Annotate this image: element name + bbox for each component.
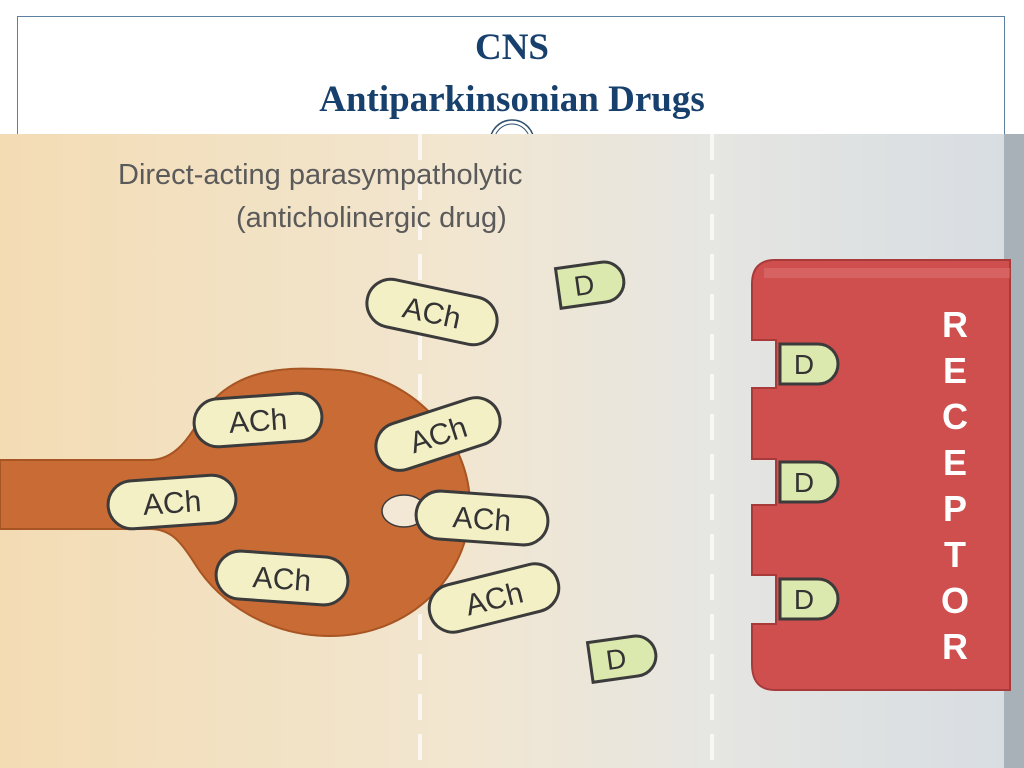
- anticholinergic-diagram: Direct-acting parasympatholytic (anticho…: [0, 134, 1024, 768]
- receptor-letter-5: P: [943, 488, 967, 529]
- ach-molecule-free-bottom: ACh: [427, 562, 561, 634]
- receptor-letter-2: E: [943, 350, 967, 391]
- drug-label: D: [794, 467, 814, 498]
- ach-molecule-release-2: ACh: [414, 489, 550, 547]
- drug-bound-1: D: [778, 342, 840, 386]
- ach-molecule-vesicle-2: ACh: [106, 473, 238, 531]
- drug-bound-3: D: [778, 577, 840, 621]
- receptor-letter-8: R: [942, 626, 968, 667]
- caption-line-2: (anticholinergic drug): [236, 202, 507, 234]
- drug-free-top: D: [553, 260, 626, 310]
- ach-label: ACh: [452, 501, 513, 538]
- ach-label: ACh: [142, 485, 203, 522]
- drug-label: D: [572, 269, 596, 303]
- receptor-letter-6: T: [944, 534, 966, 575]
- ach-molecule-vesicle-3: ACh: [214, 549, 350, 607]
- receptor-letter-3: C: [942, 396, 968, 437]
- title-line-topic: Antiparkinsonian Drugs: [319, 79, 705, 120]
- ach-label: ACh: [228, 403, 289, 440]
- drug-bound-2: D: [778, 460, 840, 504]
- receptor-letter-7: O: [941, 580, 969, 621]
- ach-molecule-free-top: ACh: [365, 277, 499, 347]
- receptor-letter-1: R: [942, 304, 968, 345]
- receptor-highlight: [764, 268, 1010, 278]
- ach-label: ACh: [252, 561, 313, 598]
- drug-label: D: [604, 643, 628, 677]
- drug-free-bottom: D: [585, 634, 658, 684]
- caption-line-1: Direct-acting parasympatholytic: [118, 159, 523, 191]
- drug-label: D: [794, 349, 814, 380]
- receptor-letter-4: E: [943, 442, 967, 483]
- receptor-label: R E C E P T O R: [941, 304, 969, 667]
- ach-molecule-vesicle-1: ACh: [192, 391, 324, 449]
- title-line-cns: CNS: [474, 27, 550, 68]
- drug-label: D: [794, 584, 814, 615]
- ach-molecule-release-1: ACh: [374, 396, 502, 472]
- slide-title: CNS Antiparkinsonian Drugs: [0, 22, 1024, 126]
